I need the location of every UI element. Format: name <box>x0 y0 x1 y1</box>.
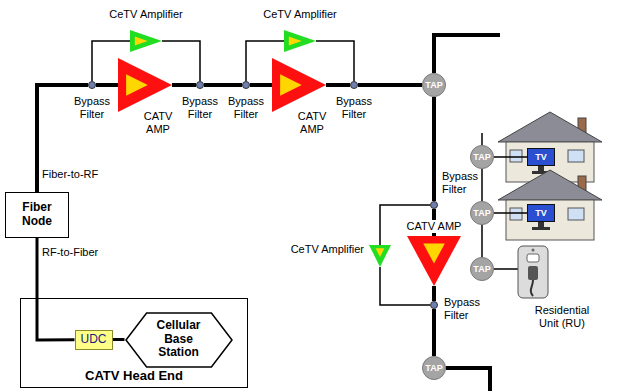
node-text: Cellular Base Station <box>125 312 233 368</box>
catv-amplifier: CATV AMP <box>272 58 326 112</box>
bypass-filter: Bypass Filter <box>88 81 96 89</box>
cable-connector <box>96 83 118 87</box>
tap-circle: TAP <box>422 73 446 97</box>
cable-connector <box>432 97 436 201</box>
bypass-filter-shape <box>350 81 358 89</box>
cable-connector <box>481 225 483 257</box>
node-text: TAP <box>470 145 494 169</box>
node-label: CeTV Amplifier <box>255 8 345 21</box>
cable-connector <box>432 309 436 356</box>
tap-circle: TAP <box>470 201 494 225</box>
node-label: Bypass Filter <box>226 95 266 121</box>
cetv-amplifier-shape <box>369 245 391 267</box>
house <box>498 170 602 240</box>
drop-line <box>494 268 518 270</box>
node-text: Fiber Node <box>6 193 68 237</box>
cable-connector <box>494 212 527 214</box>
trunk-line <box>434 35 500 73</box>
bypass-filter-shape <box>430 201 438 209</box>
unit-label: Residential Unit (RU) <box>530 304 594 330</box>
drop-line <box>481 133 483 145</box>
signal-label: Fiber-to-RF <box>42 168 122 181</box>
cable-connector <box>481 169 483 201</box>
signal-label: RF-to-Fiber <box>42 246 122 259</box>
bypass-filter-shape <box>242 81 250 89</box>
catv-amplifier: CATV AMP <box>407 236 461 286</box>
cetv-amplifier: CeTV Amplifier <box>369 245 391 267</box>
tap-circle: TAP <box>422 356 446 380</box>
cable-connector <box>326 83 350 87</box>
tv-screen: TV <box>527 148 555 166</box>
cetv-amplifier: CeTV Amplifier <box>130 30 162 52</box>
cable-connector <box>316 41 354 81</box>
node-text: TAP <box>470 257 494 281</box>
catv-amplifier-shape <box>272 58 326 112</box>
node-text: UDC <box>76 331 112 349</box>
catv-amplifier: CATV AMP <box>118 58 172 112</box>
cetv-amplifier-shape <box>284 30 316 52</box>
node-label: CATV AMP <box>402 220 466 233</box>
node-text: TAP <box>422 356 446 380</box>
cetv-amplifier: CeTV Amplifier <box>284 30 316 52</box>
bypass-filter-shape <box>430 301 438 309</box>
head-end-box: CATV Head EndUDCCellular Base Station <box>20 298 248 388</box>
node-text: TAP <box>422 73 446 97</box>
bypass-filter: Bypass Filter <box>430 201 438 209</box>
node-label: Bypass Filter <box>180 95 220 121</box>
bypass-filter-shape <box>88 81 96 89</box>
bypass-filter: Bypass Filter <box>430 301 438 309</box>
node-text: TV <box>527 204 555 222</box>
node-text: TV <box>527 148 555 166</box>
node-label: CATV AMP <box>140 110 176 136</box>
node-label: CeTV Amplifier <box>284 243 364 256</box>
node-label: CATV AMP <box>294 110 330 136</box>
tv-screen: TV <box>527 204 555 222</box>
cable-connector <box>380 267 430 305</box>
cable-connector <box>494 156 527 158</box>
tap-circle: TAP <box>470 145 494 169</box>
cable-connector <box>162 41 200 81</box>
cetv-amplifier-shape <box>130 30 162 52</box>
cable-connector <box>250 83 272 87</box>
node-label: Bypass Filter <box>334 95 374 121</box>
cable-connector <box>432 286 436 301</box>
bypass-filter-shape <box>196 81 204 89</box>
node-label: Bypass Filter <box>442 170 480 196</box>
node-text: TAP <box>470 201 494 225</box>
cable-connector <box>113 338 125 341</box>
bypass-filter: Bypass Filter <box>242 81 250 89</box>
trunk-line <box>446 368 490 391</box>
wall-outlet <box>518 246 548 298</box>
cable-connector <box>204 83 242 87</box>
udc-box: UDC <box>75 330 113 350</box>
catv-amplifier-shape <box>407 236 461 286</box>
cable-connector <box>172 83 196 87</box>
node-label: CeTV Amplifier <box>101 8 191 21</box>
catv-amplifier-shape <box>118 58 172 112</box>
node-label: Bypass Filter <box>444 296 484 322</box>
tap-circle: TAP <box>470 257 494 281</box>
cable-connector <box>358 83 422 87</box>
bypass-filter: Bypass Filter <box>350 81 358 89</box>
base-station-hexagon: Cellular Base Station <box>125 312 233 368</box>
node-label: Bypass Filter <box>72 95 112 121</box>
fiber-node-box: Fiber Node <box>5 192 69 238</box>
bypass-filter: Bypass Filter <box>196 81 204 89</box>
